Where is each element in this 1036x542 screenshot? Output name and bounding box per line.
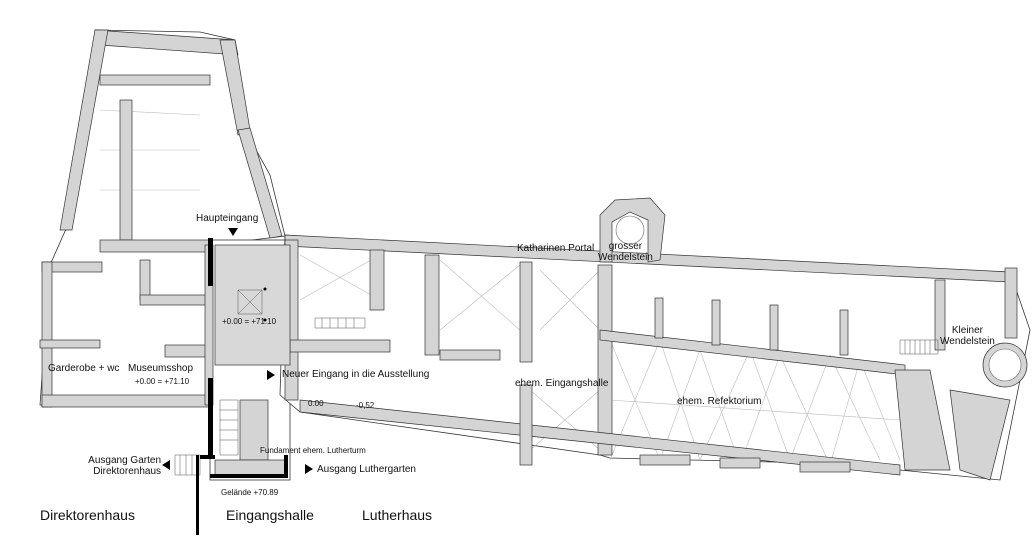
- entrance-arrow-icon: [228, 228, 238, 236]
- label-line: Ausgang Garten: [88, 455, 161, 466]
- label-line: Wendelstein: [940, 336, 995, 347]
- label-fundament: Fundament ehem. Lutherturm: [260, 446, 366, 455]
- label-line: Direktorenhaus: [93, 466, 161, 477]
- label-level-0: 0.00: [308, 399, 324, 408]
- building-lutherhaus: Lutherhaus: [362, 507, 433, 523]
- label-garderobe: Garderobe + wc: [48, 363, 120, 374]
- arrow-right-icon: [267, 370, 275, 380]
- label-ehem-refektorium: ehem. Refektorium: [677, 396, 762, 407]
- arrow-left-icon: [162, 460, 170, 470]
- building-eingangshalle: Eingangshalle: [226, 507, 314, 523]
- label-line: Wendelstein: [598, 252, 653, 263]
- label-line: Kleiner: [951, 325, 983, 336]
- label-haupteingang: Haupteingang: [196, 213, 259, 224]
- label-neuer-eingang: Neuer Eingang in die Ausstellung: [282, 369, 430, 380]
- arrow-right-icon: [305, 464, 313, 474]
- label-gelaende: Gelände +70.89: [221, 488, 279, 497]
- label-level-hall: +0.00 = +71.10: [222, 317, 277, 326]
- label-ehem-eingangshalle: ehem. Eingangshalle: [515, 378, 609, 389]
- stairs: [174, 289, 939, 476]
- walls: [39, 29, 1028, 481]
- new-construction: [196, 238, 288, 535]
- label-katharinen-portal: Katharinen Portal: [517, 243, 595, 254]
- label-line: grosser: [608, 241, 643, 252]
- label-museumsshop: Museumsshop: [128, 363, 194, 374]
- label-level-shop: +0.00 = +71.10: [135, 377, 190, 386]
- label-ausgang-luthergarten: Ausgang Luthergarten: [317, 464, 416, 475]
- building-direktorenhaus: Direktorenhaus: [40, 507, 135, 523]
- label-level-neg: -0,52: [356, 401, 375, 410]
